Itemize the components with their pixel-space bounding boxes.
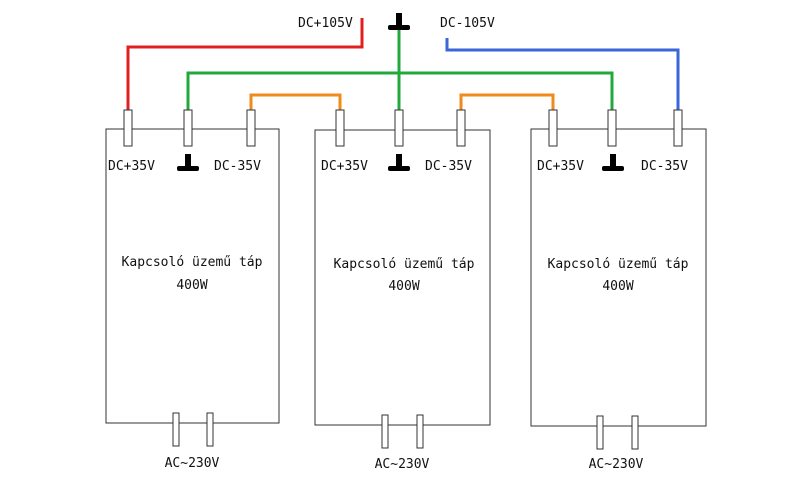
supply-body (314, 129, 491, 426)
gnd-terminal (607, 109, 617, 147)
ac-label: AC~230V (589, 457, 644, 472)
neg-label: DC-35V (425, 159, 472, 174)
series-link-2-3 (459, 93, 555, 110)
gnd-terminal (183, 109, 193, 147)
ac-terminal-n (631, 415, 639, 450)
ac-terminal-l (381, 414, 389, 449)
pos-label: DC+35V (108, 159, 155, 174)
neg-label: DC-35V (214, 159, 261, 174)
supply-power: 400W (176, 278, 207, 293)
neg-terminal (246, 109, 256, 147)
power-supply-2: DC+35V DC-35V Kapcsoló üzemű táp 400W AC… (314, 109, 491, 472)
neg-terminal (673, 109, 683, 147)
pos-terminal (335, 109, 345, 147)
ac-terminal-l (172, 412, 180, 447)
ac-label: AC~230V (375, 457, 430, 472)
pos-terminal (548, 109, 558, 147)
ground-symbol-icon (388, 154, 410, 171)
ground-symbol-icon (177, 154, 199, 171)
supply-power: 400W (388, 279, 419, 294)
negative-105v-wire (445, 38, 680, 110)
ac-terminal-n (416, 414, 424, 449)
positive-105v-wire (126, 18, 364, 110)
supply-power: 400W (602, 279, 633, 294)
supply-name: Kapcsoló üzemű táp (548, 257, 689, 272)
ac-label: AC~230V (165, 456, 220, 471)
top-positive-label: DC+105V (298, 16, 353, 31)
supply-name: Kapcsoló üzemű táp (122, 255, 263, 270)
pos-label: DC+35V (321, 159, 368, 174)
ac-terminal-n (206, 412, 214, 447)
power-supply-3: DC+35V DC-35V Kapcsoló üzemű táp 400W AC… (530, 109, 707, 472)
supply-name: Kapcsoló üzemű táp (334, 257, 475, 272)
series-link-1-2 (249, 93, 342, 110)
ground-symbol-icon (602, 154, 624, 171)
supply-body (105, 128, 280, 424)
top-negative-label: DC-105V (440, 16, 495, 31)
pos-terminal (123, 109, 133, 147)
pos-label: DC+35V (537, 159, 584, 174)
gnd-terminal (394, 109, 404, 147)
ac-terminal-l (596, 415, 604, 450)
ground-symbol-icon (388, 13, 410, 30)
power-supply-1: DC+35V DC-35V Kapcsoló üzemű táp 400W AC… (105, 109, 280, 471)
neg-terminal (456, 109, 466, 147)
neg-label: DC-35V (641, 159, 688, 174)
supply-body (530, 128, 707, 427)
